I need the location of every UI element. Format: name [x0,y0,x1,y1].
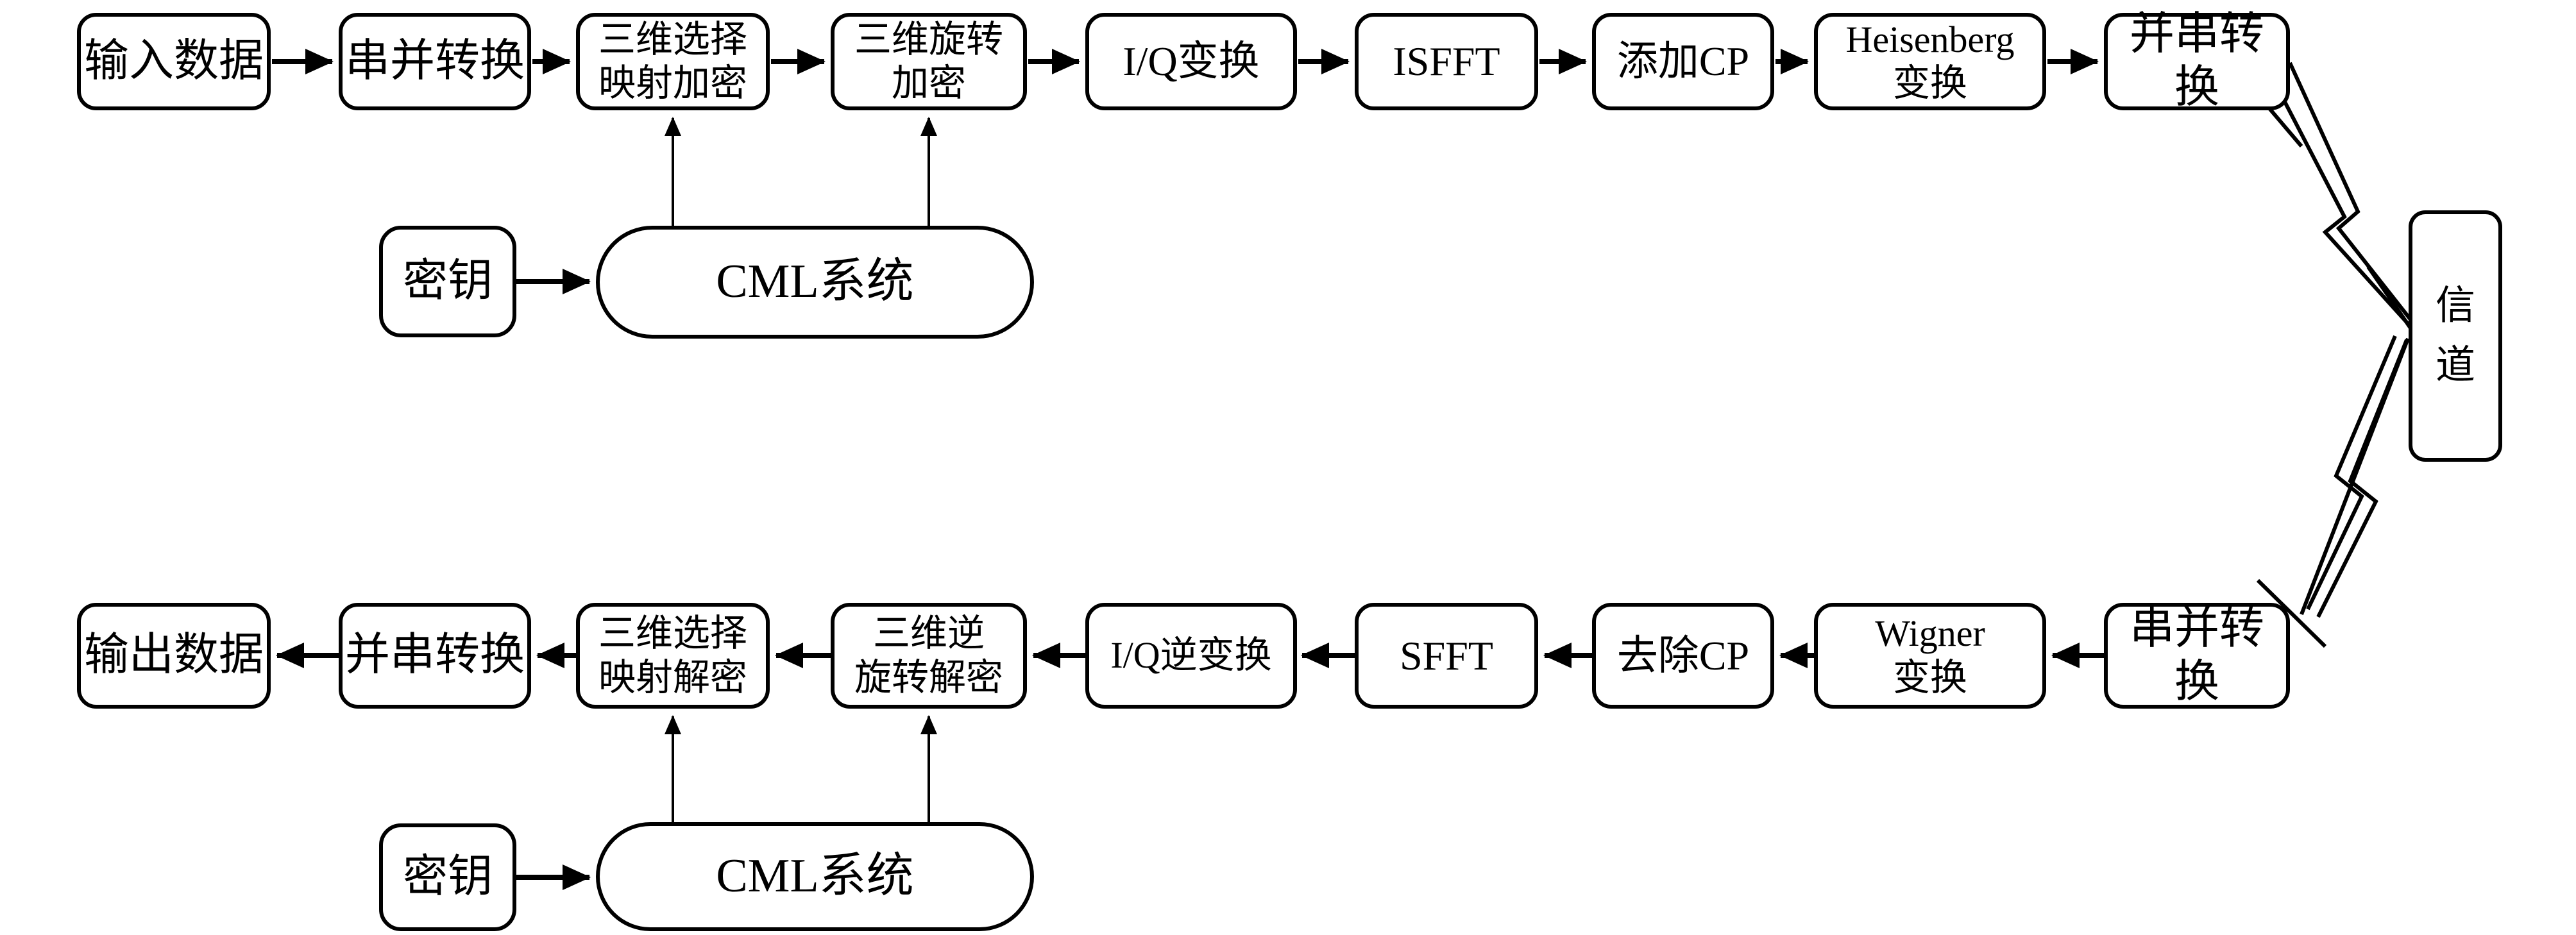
node-channel: 信 道 [2409,210,2502,462]
node-label: I/Q变换 [1123,38,1260,85]
lightning-bolt-channel-to-rx [2256,335,2410,648]
node-label: CML系统 [716,255,914,308]
node-label: 并串转换 [2130,10,2264,112]
bolt-edge [2288,62,2421,332]
node-isfft: ISFFT [1355,13,1538,110]
node-parallel-to-serial-tx: 并串转换 [2104,10,2290,112]
node-label: ISFFT [1393,38,1500,85]
node-3d-selective-mapping-encrypt: 三维选择 映射加密 [576,13,770,110]
node-label: I/Q逆变换 [1110,634,1272,677]
node-label: Heisenberg 变换 [1845,18,2015,104]
node-serial-to-parallel-rx: 串并转换 [2104,603,2290,709]
node-iq-transform: I/Q变换 [1085,13,1297,110]
node-label: 串并转换 [2130,603,2264,707]
bolt-edge [2282,98,2412,328]
bolt-tick [2256,578,2327,648]
node-input-data: 输入数据 [77,13,271,110]
node-remove-cp: 去除CP [1592,603,1774,709]
node-key-rx: 密钥 [379,823,516,931]
node-serial-to-parallel-tx: 串并转换 [339,13,531,110]
node-label: 密钥 [403,852,493,902]
node-3d-selective-mapping-decrypt: 三维选择 映射解密 [576,603,770,709]
node-cml-system-rx: CML系统 [596,822,1034,931]
bolt-tick [2300,337,2410,616]
node-parallel-to-serial-rx: 并串转换 [339,603,531,709]
node-label: 三维选择 映射解密 [598,612,747,698]
node-label: 三维逆 旋转解密 [854,612,1003,698]
node-label: SFFT [1400,632,1493,678]
node-iq-inverse-transform: I/Q逆变换 [1085,603,1297,709]
node-wigner-transform: Wigner 变换 [1814,603,2046,709]
node-output-data: 输出数据 [77,603,271,709]
node-label: Wigner 变换 [1875,612,1985,698]
node-heisenberg-transform: Heisenberg 变换 [1814,13,2046,110]
node-key-tx: 密钥 [379,226,516,337]
node-3d-rotation-encrypt: 三维旋转 加密 [831,13,1027,110]
node-label: 信 道 [2435,284,2475,387]
node-label: 串并转换 [345,36,525,86]
node-label: 三维选择 映射加密 [598,18,747,104]
node-cml-system-tx: CML系统 [596,226,1034,339]
node-sfft: SFFT [1355,603,1538,709]
node-label: 去除CP [1616,632,1750,678]
node-label: 输入数据 [84,36,264,86]
node-label: 并串转换 [345,630,525,680]
node-label: 密钥 [403,256,493,306]
cml-output-arrows [665,117,937,822]
node-label: 三维旋转 加密 [854,18,1003,104]
node-3d-inverse-rotation-decrypt: 三维逆 旋转解密 [831,603,1027,709]
node-add-cp: 添加CP [1592,13,1774,110]
node-label: 输出数据 [84,630,264,680]
node-label: CML系统 [716,850,914,903]
node-label: 添加CP [1616,38,1750,85]
